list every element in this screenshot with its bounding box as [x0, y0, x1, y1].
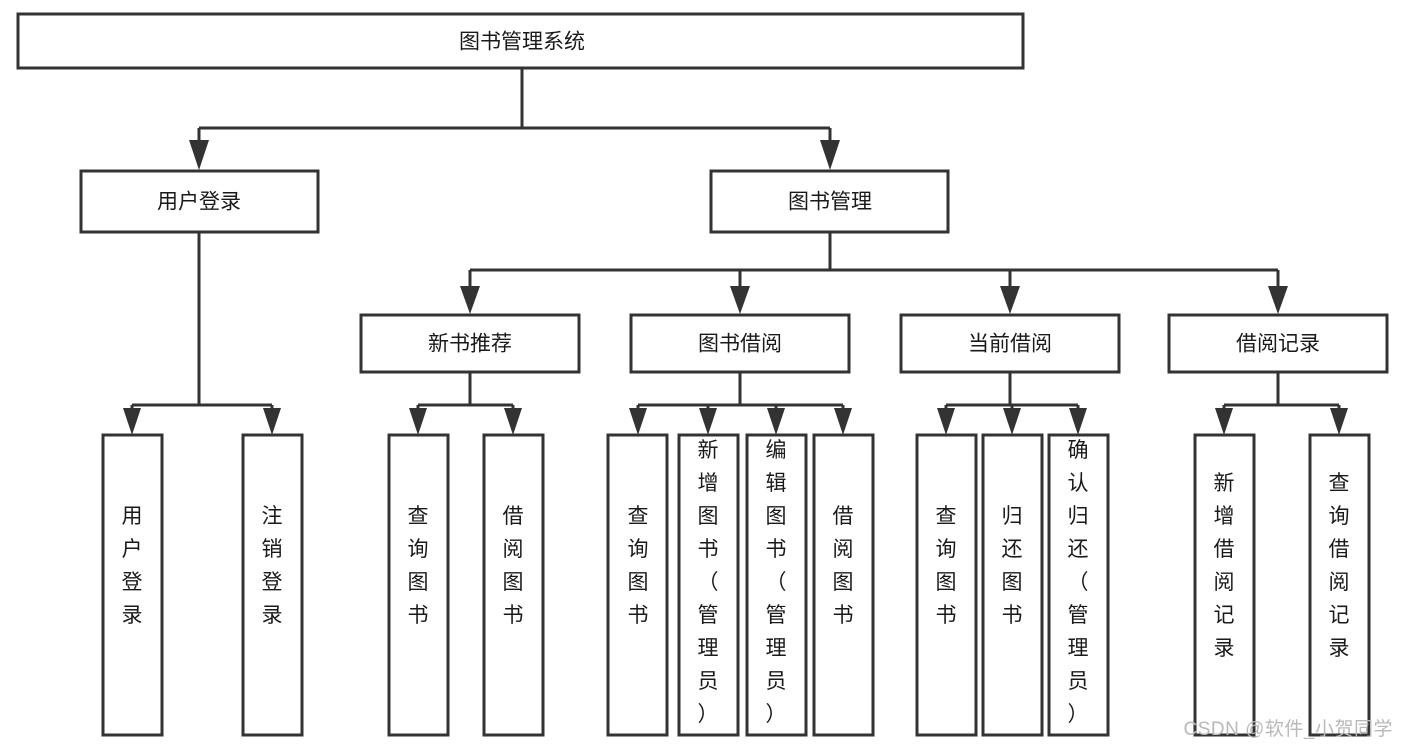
node-current-borrow[interactable]: 当前借阅 — [899, 313, 1121, 374]
node-root[interactable]: 图书管理系统 — [16, 12, 1025, 70]
node-leaf-confirm-return-admin-label: 确认归还（管理员） — [1068, 439, 1089, 726]
node-leaf-logout-login[interactable]: 注销登录 — [241, 433, 304, 737]
node-leaf-logout-login-label: 注销登录 — [262, 505, 283, 627]
node-leaf-query-borrow-record-box[interactable] — [1308, 433, 1371, 737]
arrow-head-leaf-borrow-book-2 — [834, 408, 852, 435]
node-user-login[interactable]: 用户登录 — [79, 169, 320, 234]
node-leaf-confirm-return-admin-box[interactable] — [1047, 433, 1110, 737]
node-borrow-record[interactable]: 借阅记录 — [1167, 313, 1389, 374]
arrow-head-new-book-recommend — [460, 286, 480, 314]
node-leaf-add-book-admin-label: 新增图书（管理员） — [698, 439, 719, 726]
node-new-book-recommend-box[interactable] — [359, 313, 581, 374]
arrow-head-leaf-add-borrow-record — [1215, 408, 1233, 435]
node-leaf-query-book-1-label: 查询图书 — [408, 505, 429, 627]
node-leaf-add-borrow-record-box[interactable] — [1193, 433, 1256, 737]
arrow-head-borrow-record — [1268, 286, 1288, 314]
node-leaf-query-book-2[interactable]: 查询图书 — [606, 433, 669, 737]
arrow-head-leaf-return-book — [1003, 408, 1021, 435]
connector-group-new-book-to-leaves — [409, 372, 522, 435]
node-leaf-query-book-2-label: 查询图书 — [628, 505, 649, 627]
node-leaf-user-login-label: 用户登录 — [122, 505, 143, 627]
arrow-head-leaf-borrow-book-1 — [504, 408, 522, 435]
arrow-head-user-login — [189, 140, 209, 170]
node-leaf-edit-book-admin[interactable]: 编辑图书（管理员） — [745, 433, 808, 737]
node-book-borrow-box[interactable] — [629, 313, 851, 374]
connector-group-root-to-level2 — [189, 68, 840, 170]
node-leaf-return-book-label: 归还图书 — [1002, 505, 1023, 627]
node-leaf-add-borrow-record-label: 新增借阅记录 — [1214, 472, 1235, 660]
node-book-manage-label: 图书管理 — [788, 191, 872, 214]
node-leaf-borrow-book-1-label: 借阅图书 — [503, 505, 524, 627]
node-leaf-query-book-3-label: 查询图书 — [936, 505, 957, 627]
node-borrow-record-box[interactable] — [1167, 313, 1389, 374]
arrow-head-book-borrow — [730, 286, 750, 314]
node-new-book-recommend[interactable]: 新书推荐 — [359, 313, 581, 374]
node-book-manage[interactable]: 图书管理 — [709, 169, 950, 234]
node-root-box[interactable] — [16, 12, 1025, 70]
node-new-book-recommend-label: 新书推荐 — [428, 333, 512, 356]
node-leaf-edit-book-admin-box[interactable] — [745, 433, 808, 737]
connector-group-user-login-to-leaves — [123, 232, 281, 435]
node-borrow-record-label: 借阅记录 — [1236, 333, 1320, 356]
node-leaf-query-book-3-box[interactable] — [915, 433, 978, 737]
arrow-head-leaf-query-book-3 — [937, 408, 955, 435]
node-user-login-label: 用户登录 — [157, 191, 241, 214]
arrow-head-leaf-logout-login — [263, 408, 281, 435]
connector-group-current-borrow-to-leaves — [937, 372, 1087, 435]
node-book-borrow-label: 图书借阅 — [698, 333, 782, 356]
node-leaf-user-login-box[interactable] — [101, 433, 164, 737]
node-leaf-logout-login-box[interactable] — [241, 433, 304, 737]
node-leaf-return-book-box[interactable] — [981, 433, 1044, 737]
arrow-head-current-borrow — [1000, 286, 1020, 314]
arrow-head-leaf-user-login — [123, 408, 141, 435]
node-leaf-return-book[interactable]: 归还图书 — [981, 433, 1044, 737]
node-current-borrow-box[interactable] — [899, 313, 1121, 374]
connector-group-book-borrow-to-leaves — [629, 372, 852, 435]
node-leaf-add-borrow-record[interactable]: 新增借阅记录 — [1193, 433, 1256, 737]
node-leaf-add-book-admin-box[interactable] — [677, 433, 740, 737]
node-user-login-box[interactable] — [79, 169, 320, 234]
arrow-head-leaf-confirm-return-admin — [1069, 408, 1087, 435]
node-leaf-edit-book-admin-label: 编辑图书（管理员） — [766, 439, 787, 726]
node-leaf-borrow-book-1[interactable]: 借阅图书 — [482, 433, 545, 737]
node-leaf-borrow-book-2-label: 借阅图书 — [833, 505, 854, 627]
node-leaf-add-book-admin[interactable]: 新增图书（管理员） — [677, 433, 740, 737]
arrow-head-leaf-query-book-1 — [409, 408, 427, 435]
node-leaf-query-book-3[interactable]: 查询图书 — [915, 433, 978, 737]
node-leaf-query-book-1[interactable]: 查询图书 — [387, 433, 450, 737]
arrow-head-leaf-edit-book-admin — [767, 408, 785, 435]
node-leaf-user-login[interactable]: 用户登录 — [101, 433, 164, 737]
arrow-head-leaf-add-book-admin — [699, 408, 717, 435]
node-book-borrow[interactable]: 图书借阅 — [629, 313, 851, 374]
connector-group-borrow-record-to-leaves — [1215, 372, 1348, 435]
node-current-borrow-label: 当前借阅 — [968, 333, 1052, 356]
node-leaf-borrow-book-2[interactable]: 借阅图书 — [812, 433, 875, 737]
node-leaf-query-borrow-record-label: 查询借阅记录 — [1329, 472, 1350, 660]
connector-group-book-manage-to-level3 — [460, 232, 1288, 314]
node-leaf-query-book-1-box[interactable] — [387, 433, 450, 737]
node-leaf-query-borrow-record[interactable]: 查询借阅记录 — [1308, 433, 1371, 737]
node-leaf-query-book-2-box[interactable] — [606, 433, 669, 737]
node-book-manage-box[interactable] — [709, 169, 950, 234]
arrow-head-leaf-query-book-2 — [629, 408, 647, 435]
arrow-head-book-manage — [820, 140, 840, 170]
node-leaf-borrow-book-1-box[interactable] — [482, 433, 545, 737]
node-leaf-borrow-book-2-box[interactable] — [812, 433, 875, 737]
node-root-label: 图书管理系统 — [459, 31, 585, 54]
node-leaf-confirm-return-admin[interactable]: 确认归还（管理员） — [1047, 433, 1110, 737]
arrow-head-leaf-query-borrow-record — [1330, 408, 1348, 435]
